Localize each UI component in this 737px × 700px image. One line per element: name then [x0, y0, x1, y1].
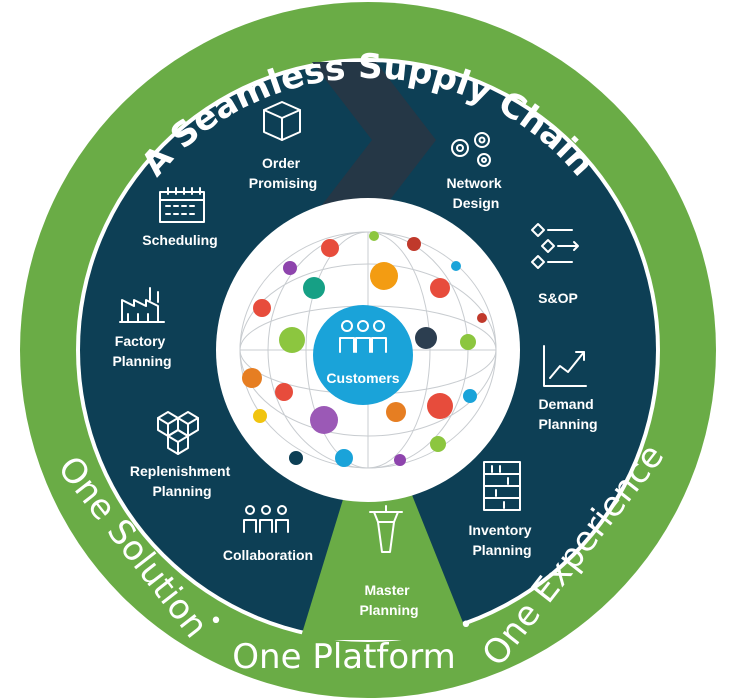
people-icon — [243, 505, 289, 533]
segment-network-design[interactable]: Network Design — [446, 132, 505, 211]
svg-text:Demand Planning: Demand Planning — [538, 396, 597, 432]
factory-planning-line-2: Planning — [112, 353, 171, 369]
shelves-icon — [483, 461, 521, 511]
demand-planning-line-2: Planning — [538, 416, 597, 432]
customers-label: Customers — [326, 370, 399, 386]
customers-icon — [339, 320, 387, 353]
master-planning-wedge — [300, 470, 470, 640]
network-design-line-1: Network — [446, 175, 501, 191]
replenishment-planning-line-1: Replenishment — [130, 463, 231, 479]
customers-circle — [313, 305, 413, 405]
segment-replenishment-planning[interactable]: Replenishment Planning — [130, 411, 234, 499]
segment-inventory-planning[interactable]: Inventory Planning — [469, 461, 536, 558]
inventory-planning-line-2: Planning — [472, 542, 531, 558]
scheduling-label: Scheduling — [142, 232, 217, 248]
center-customers[interactable]: Customers — [313, 305, 413, 405]
network-nodes — [242, 231, 487, 467]
segment-order-promising[interactable]: Order Promising — [249, 101, 317, 191]
inventory-planning-line-1: Inventory — [469, 522, 532, 538]
ring-bottom-center: One Platform — [232, 637, 455, 677]
customer-network — [239, 231, 497, 469]
svg-text:Inventory Planning: Inventory Planning — [469, 522, 536, 558]
demand-planning-line-1: Demand — [538, 396, 593, 412]
calendar-icon — [159, 187, 205, 223]
master-planning-line-2: Planning — [359, 602, 418, 618]
factory-planning-line-1: Factory — [115, 333, 166, 349]
box-icon — [263, 101, 301, 141]
gears-icon — [451, 132, 491, 167]
network-design-line-2: Design — [453, 195, 500, 211]
svg-text:Order Promising: Order Promising — [249, 155, 317, 191]
order-promising-line-2: Promising — [249, 175, 317, 191]
ring-separator-right: • — [460, 613, 473, 638]
line-chart-icon — [543, 345, 587, 387]
segment-sop[interactable]: S&OP — [531, 223, 579, 306]
master-planning-line-1: Master — [364, 582, 410, 598]
segment-scheduling[interactable]: Scheduling — [142, 187, 218, 248]
collaboration-label: Collaboration — [223, 547, 313, 563]
segment-collaboration[interactable]: Collaboration — [223, 505, 313, 563]
factory-icon — [119, 287, 165, 323]
control-tower-icon — [369, 505, 403, 553]
replenishment-planning-line-2: Planning — [152, 483, 211, 499]
svg-text:Factory Planning: Factory Planning — [112, 333, 171, 369]
segment-factory-planning[interactable]: Factory Planning — [112, 287, 172, 369]
flow-chart-icon — [531, 223, 579, 269]
svg-text:Network Design: Network Design — [446, 175, 505, 211]
order-promising-line-1: Order — [262, 155, 301, 171]
boxes-icon — [157, 411, 199, 455]
chevron-arrow — [312, 62, 436, 218]
ring-separator-left: • — [210, 609, 223, 634]
svg-text:Replenishment Planning: Replenishment Planning — [130, 463, 234, 499]
svg-text:Master Planning: Master Planning — [359, 582, 418, 618]
segment-demand-planning[interactable]: Demand Planning — [538, 345, 598, 432]
sop-label: S&OP — [538, 290, 578, 306]
segment-master-planning[interactable]: Master Planning — [359, 505, 419, 618]
